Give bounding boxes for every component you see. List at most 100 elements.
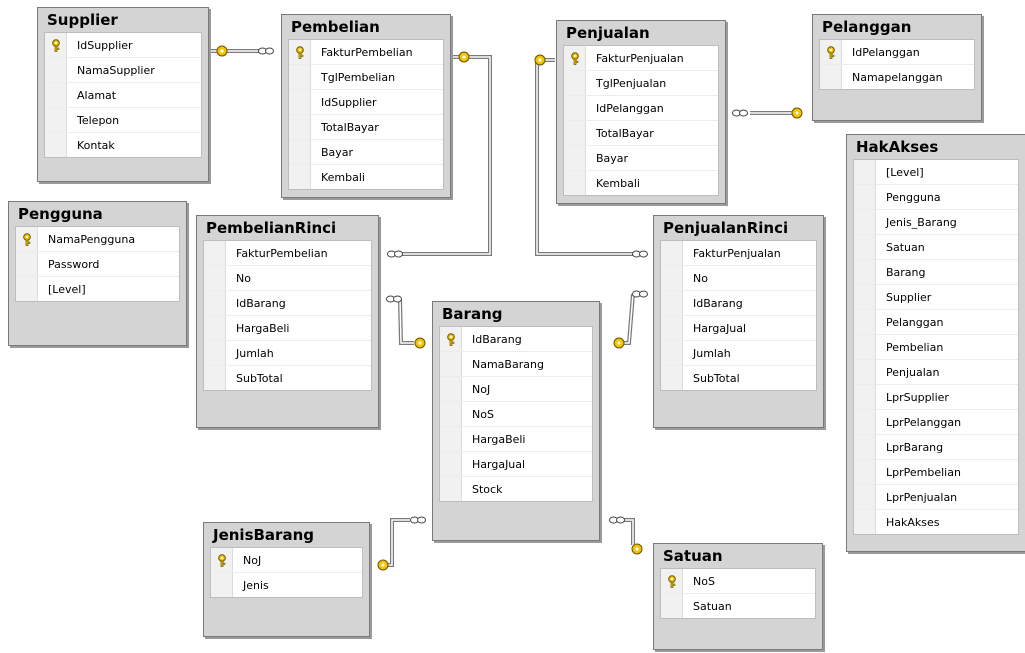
column-row[interactable]: IdSupplier [45,33,201,58]
column-row[interactable]: SubTotal [204,366,371,390]
row-selector [204,316,226,340]
table-title: Pengguna [18,205,103,223]
column-row[interactable]: Supplier [854,285,1018,310]
column-row[interactable]: IdPelanggan [564,96,718,121]
column-row[interactable]: LprPenjualan [854,485,1018,510]
column-name: Namapelanggan [852,70,943,84]
column-row[interactable]: SubTotal [661,366,816,390]
column-row[interactable]: IdBarang [661,291,816,316]
row-selector [854,360,876,384]
column-name: Barang [886,265,926,279]
column-row[interactable]: Jumlah [204,341,371,366]
column-row[interactable]: Satuan [661,594,815,618]
table-title: Penjualan [566,24,650,42]
column-row[interactable]: Penjualan [854,360,1018,385]
column-row[interactable]: IdBarang [204,291,371,316]
column-row[interactable]: LprPelanggan [854,410,1018,435]
column-row[interactable]: LprPembelian [854,460,1018,485]
column-row[interactable]: FakturPenjualan [564,46,718,71]
column-row[interactable]: Pembelian [854,335,1018,360]
column-name: Jumlah [693,346,731,360]
column-name: NamaPengguna [48,232,136,246]
column-name: Telepon [77,113,120,127]
column-row[interactable]: NamaPengguna [16,227,179,252]
column-row[interactable]: Jumlah [661,341,816,366]
column-row[interactable]: Kontak [45,133,201,157]
column-row[interactable]: TglPembelian [289,65,443,90]
column-row[interactable]: FakturPembelian [289,40,443,65]
column-row[interactable]: IdSupplier [289,90,443,115]
column-row[interactable]: [Level] [854,160,1018,185]
column-row[interactable]: TglPenjualan [564,71,718,96]
column-row[interactable]: NamaSupplier [45,58,201,83]
row-selector [204,266,226,290]
column-row[interactable]: Barang [854,260,1018,285]
infinity-icon [732,109,748,117]
row-selector [440,427,462,451]
column-row[interactable]: HargaBeli [204,316,371,341]
column-row[interactable]: Satuan [854,235,1018,260]
column-row[interactable]: NoS [661,569,815,594]
column-row[interactable]: Jenis [211,573,362,597]
column-row[interactable]: HargaJual [440,452,592,477]
column-row[interactable]: Alamat [45,83,201,108]
column-row[interactable]: LprBarang [854,435,1018,460]
row-selector [204,291,226,315]
column-row[interactable]: Kembali [564,171,718,195]
row-selector [854,310,876,334]
column-row[interactable]: Stock [440,477,592,501]
column-row[interactable]: HakAkses [854,510,1018,534]
column-row[interactable]: Pelanggan [854,310,1018,335]
row-selector [564,96,586,120]
row-selector [854,510,876,534]
column-row[interactable]: Telepon [45,108,201,133]
column-row[interactable]: NamaBarang [440,352,592,377]
column-row[interactable]: Namapelanggan [820,65,974,89]
infinity-icon [632,250,648,258]
column-row[interactable]: NoJ [211,548,362,573]
column-row[interactable]: FakturPembelian [204,241,371,266]
column-row[interactable]: Jenis_Barang [854,210,1018,235]
column-row[interactable]: HargaBeli [440,427,592,452]
column-row[interactable]: No [204,266,371,291]
column-row[interactable]: IdPelanggan [820,40,974,65]
column-row[interactable]: No [661,266,816,291]
column-row[interactable]: Kembali [289,165,443,189]
column-row[interactable]: NoS [440,402,592,427]
row-selector [564,171,586,195]
column-row[interactable]: Bayar [564,146,718,171]
column-row[interactable]: LprSupplier [854,385,1018,410]
row-selector [289,115,311,139]
column-row[interactable]: TotalBayar [564,121,718,146]
column-row[interactable]: NoJ [440,377,592,402]
column-row[interactable]: HargaJual [661,316,816,341]
column-row[interactable]: FakturPenjualan [661,241,816,266]
row-selector [204,241,226,265]
key-icon [613,337,625,349]
column-name: FakturPenjualan [596,51,684,65]
column-row[interactable]: IdBarang [440,327,592,352]
column-row[interactable]: [Level] [16,277,179,301]
row-selector [854,260,876,284]
row-selector [854,435,876,459]
column-row[interactable]: Bayar [289,140,443,165]
column-row[interactable]: TotalBayar [289,115,443,140]
column-name: [Level] [48,282,86,296]
column-name: NamaBarang [472,357,544,371]
column-row[interactable]: Pengguna [854,185,1018,210]
row-selector [440,402,462,426]
column-name: LprSupplier [886,390,949,404]
column-row[interactable]: Password [16,252,179,277]
